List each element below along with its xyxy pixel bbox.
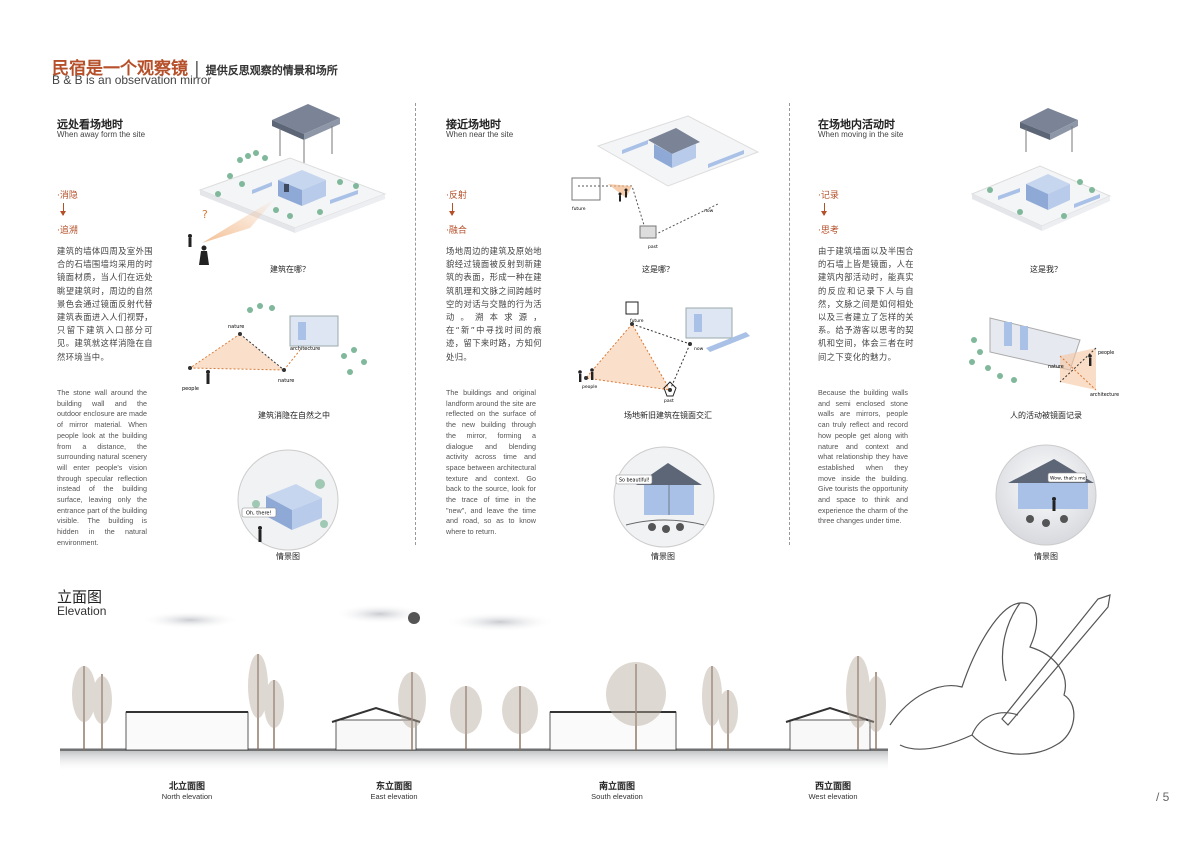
label-future-2: future xyxy=(630,318,644,324)
label-past: past xyxy=(648,244,658,250)
title-zh: 民宿是一个观察镜 xyxy=(52,59,188,79)
col2-heading-en: When near the site xyxy=(446,130,514,139)
col3-keyword-2: ·思考 xyxy=(818,226,839,236)
col1-keyword-arrow xyxy=(60,203,66,216)
col1-heading-en: When away form the site xyxy=(57,130,146,139)
page-title: 民宿是一个观察镜 | 提供反思观察的情景和场所 xyxy=(52,54,338,79)
col3-caption-2: 人的活动被镜面记录 xyxy=(1010,411,1082,420)
col3-heading: 在场地内活动时 xyxy=(818,118,895,131)
col1-site-illustration: ? xyxy=(188,104,387,265)
title-separator: | xyxy=(194,59,200,79)
label-future: future xyxy=(572,206,586,212)
col3-scene-circle: Wow, that's me! xyxy=(995,444,1097,546)
col1-scene-circle: Oh, there! xyxy=(237,449,339,551)
col3-body-en: Because the building walls and semi encl… xyxy=(818,388,908,526)
roof-exploded-3 xyxy=(1020,108,1078,152)
col1-caption-1: 建筑在哪？ xyxy=(270,265,310,274)
speech-bubble-2: So beautiful! xyxy=(619,478,650,484)
label-past-2: past xyxy=(664,398,674,404)
label-now: now xyxy=(704,209,714,214)
question-mark: ? xyxy=(202,208,208,221)
label-architecture: architecture xyxy=(290,346,320,352)
col3-caption-1: 这是我？ xyxy=(1030,265,1062,274)
speech-bubble: Oh, there! xyxy=(246,511,272,517)
col3-keyword-1: ·记录 xyxy=(818,191,839,201)
col3-site-illustration xyxy=(970,108,1112,231)
label-architecture-3: architecture xyxy=(1090,392,1119,398)
col2-heading: 接近场地时 xyxy=(446,118,501,131)
col1-reflection-diagram: nature architecture people nature xyxy=(182,303,367,392)
speech-bubble-3: Wow, that's me! xyxy=(1050,476,1088,482)
label-people-2: people xyxy=(582,384,597,390)
col3-caption-3: 情景图 xyxy=(1034,552,1058,561)
hand-with-pen-icon xyxy=(889,594,1111,755)
col3-heading-en: When moving in the site xyxy=(818,130,904,139)
elevation-drawing xyxy=(60,604,888,772)
col2-scene-circle: So beautiful! xyxy=(613,446,715,548)
col2-body-en: The buildings and original landform arou… xyxy=(446,388,536,537)
col1-heading: 远处看场地时 xyxy=(57,118,123,131)
col2-site-illustration: future past now xyxy=(571,115,760,250)
col2-reflection-diagram: future now past people xyxy=(578,301,750,404)
col2-keyword-2: ·融合 xyxy=(446,226,467,236)
column-divider-1 xyxy=(415,103,416,545)
moon-icon xyxy=(408,612,420,624)
elevation-title-en: Elevation xyxy=(57,604,107,618)
label-people-3: people xyxy=(1098,350,1114,356)
title-en: B & B is an observation mirror xyxy=(52,73,212,87)
col1-keyword-1: ·消隐 xyxy=(57,191,78,201)
label-nature: nature xyxy=(228,324,244,330)
col2-caption-1: 这是哪？ xyxy=(642,265,674,274)
col1-caption-3: 情景图 xyxy=(276,552,300,561)
col2-body-zh: 场地周边的建筑及原始地貌经过镜面被反射到新建筑的表面，形成一种在建筑肌理和文脉之… xyxy=(446,246,542,362)
col1-body-en: The stone wall around the building wall … xyxy=(57,388,147,547)
col2-keyword-arrow xyxy=(449,203,455,216)
people-figures xyxy=(188,234,209,265)
col2-caption-2: 场地新旧建筑在镜面交汇 xyxy=(624,411,712,420)
column-divider-2 xyxy=(789,103,790,545)
col1-body-zh: 建筑的墙体四周及室外围合的石墙围墙均采用的时镜面材质，当人们在远处眺望建筑时，周… xyxy=(57,246,153,362)
label-nature-3: nature xyxy=(1048,364,1064,370)
col3-reflection-diagram: people nature architecture xyxy=(969,317,1119,398)
col3-keyword-arrow xyxy=(821,203,827,216)
label-people: people xyxy=(182,386,199,392)
col2-caption-3: 情景图 xyxy=(651,552,675,561)
subtitle-zh: 提供反思观察的情景和场所 xyxy=(205,64,338,77)
col1-keyword-2: ·追溯 xyxy=(57,226,78,236)
label-nature-2: nature xyxy=(278,378,294,384)
roof-exploded xyxy=(272,104,340,164)
col1-caption-2: 建筑消隐在自然之中 xyxy=(258,411,330,420)
page-number: / 5 xyxy=(1156,790,1170,804)
col3-body-zh: 由于建筑墙面以及半围合的石墙上皆是镜面，人在建筑内部活动时，能真实的反应和记录下… xyxy=(818,246,914,362)
col2-keyword-1: ·反射 xyxy=(446,191,467,201)
label-now-2: now xyxy=(694,347,704,352)
elevation-title: 立面图 xyxy=(57,588,103,606)
